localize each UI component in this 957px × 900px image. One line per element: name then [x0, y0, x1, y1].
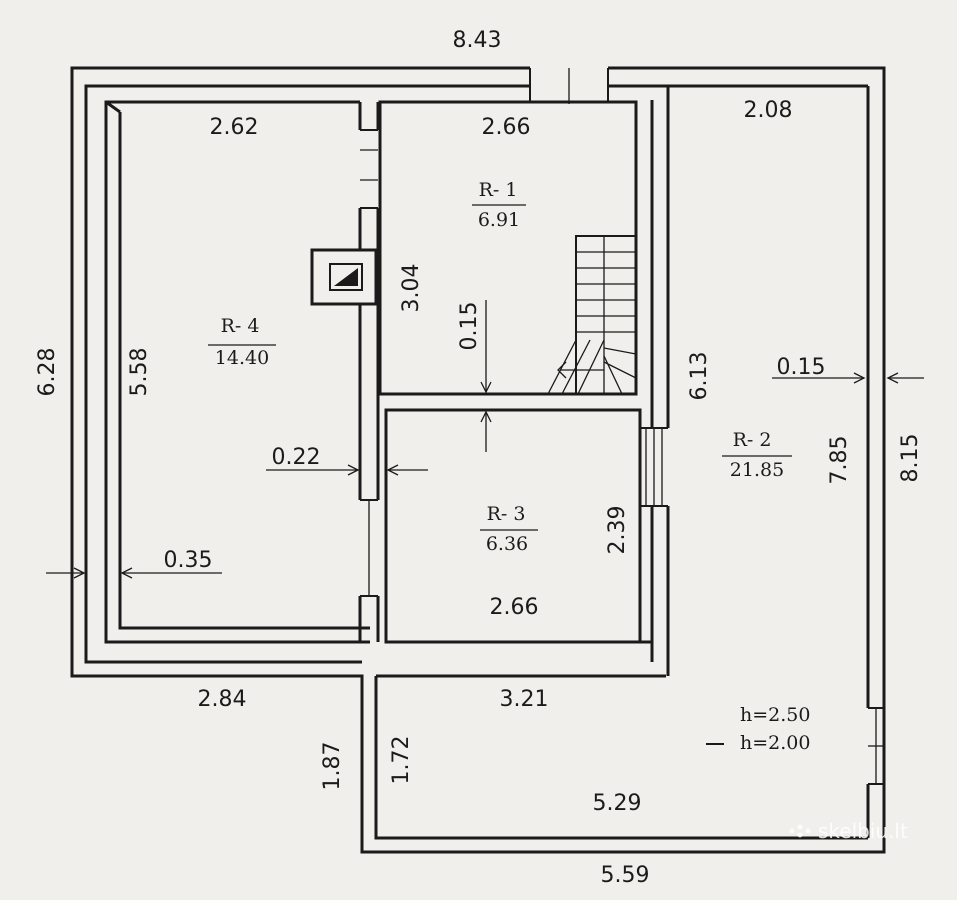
r3-width: 2.66	[490, 595, 539, 620]
overall-left-height: 6.28	[35, 348, 60, 397]
annex-inner-width: 5.29	[593, 791, 642, 816]
r4-outer-wall: 0.35	[164, 548, 213, 573]
r1-height: 3.04	[399, 264, 424, 313]
overall-bottom-left-width: 2.84	[198, 687, 247, 712]
room-r4: 2.62 5.58 R- 4 14.40 0.22 0.35	[127, 115, 320, 573]
watermark: skelbiu.lt	[789, 819, 908, 843]
r4-height: 5.58	[127, 348, 152, 397]
annex-inner-height: 1.72	[389, 736, 414, 785]
partition-r3-r2	[640, 86, 670, 676]
room-r1: 2.66 R- 1 6.91 3.04 0.15	[399, 115, 530, 350]
chimney	[310, 248, 378, 306]
r2-height-b: 7.85	[827, 436, 852, 485]
r2-wall: 0.15	[777, 355, 826, 380]
annex-width-top: 3.21	[500, 687, 549, 712]
r1-name: R- 1	[479, 179, 518, 201]
ceiling-height-main: h=2.50	[740, 704, 810, 726]
dimension-markers	[46, 204, 924, 745]
r1-area: 6.91	[478, 209, 520, 231]
r3-name: R- 3	[487, 503, 526, 525]
ceiling-height-low: h=2.00	[740, 732, 810, 754]
room-r3: R- 3 6.36 2.39 2.66	[486, 503, 630, 620]
outer-walls	[70, 66, 886, 854]
r1-width: 2.66	[482, 115, 531, 140]
r4-area: 14.40	[215, 347, 269, 369]
overall-bottom-width: 5.59	[601, 863, 650, 888]
room-r1-walls	[378, 100, 638, 396]
room-r2: 2.08 6.13 0.15 R- 2 21.85 7.85	[687, 98, 852, 484]
overall-dimensions: 8.43 6.28 8.15 5.59 2.84 1.87	[35, 28, 923, 888]
r2-name: R- 2	[733, 429, 772, 451]
r1-wall: 0.15	[457, 302, 482, 351]
overall-right-height: 8.15	[898, 434, 923, 483]
r4-width: 2.62	[210, 115, 259, 140]
watermark-text: skelbiu.lt	[818, 819, 908, 843]
r2-height-a: 6.13	[687, 352, 712, 401]
partition-r4-r1	[358, 102, 380, 642]
r2-area: 21.85	[730, 459, 784, 481]
overall-top-width: 8.43	[453, 28, 502, 53]
room-r4-walls	[104, 100, 370, 644]
r4-name: R- 4	[221, 315, 260, 337]
staircase	[547, 235, 637, 395]
room-r3-walls	[384, 408, 642, 644]
annex-outer-height: 1.87	[320, 742, 345, 791]
r2-width: 2.08	[744, 98, 793, 123]
r3-area: 6.36	[486, 533, 528, 555]
r3-height: 2.39	[605, 506, 630, 555]
annex: 3.21 1.72 5.29 h=2.50 h=2.00	[389, 687, 810, 816]
r4-inner-wall: 0.22	[272, 445, 321, 470]
